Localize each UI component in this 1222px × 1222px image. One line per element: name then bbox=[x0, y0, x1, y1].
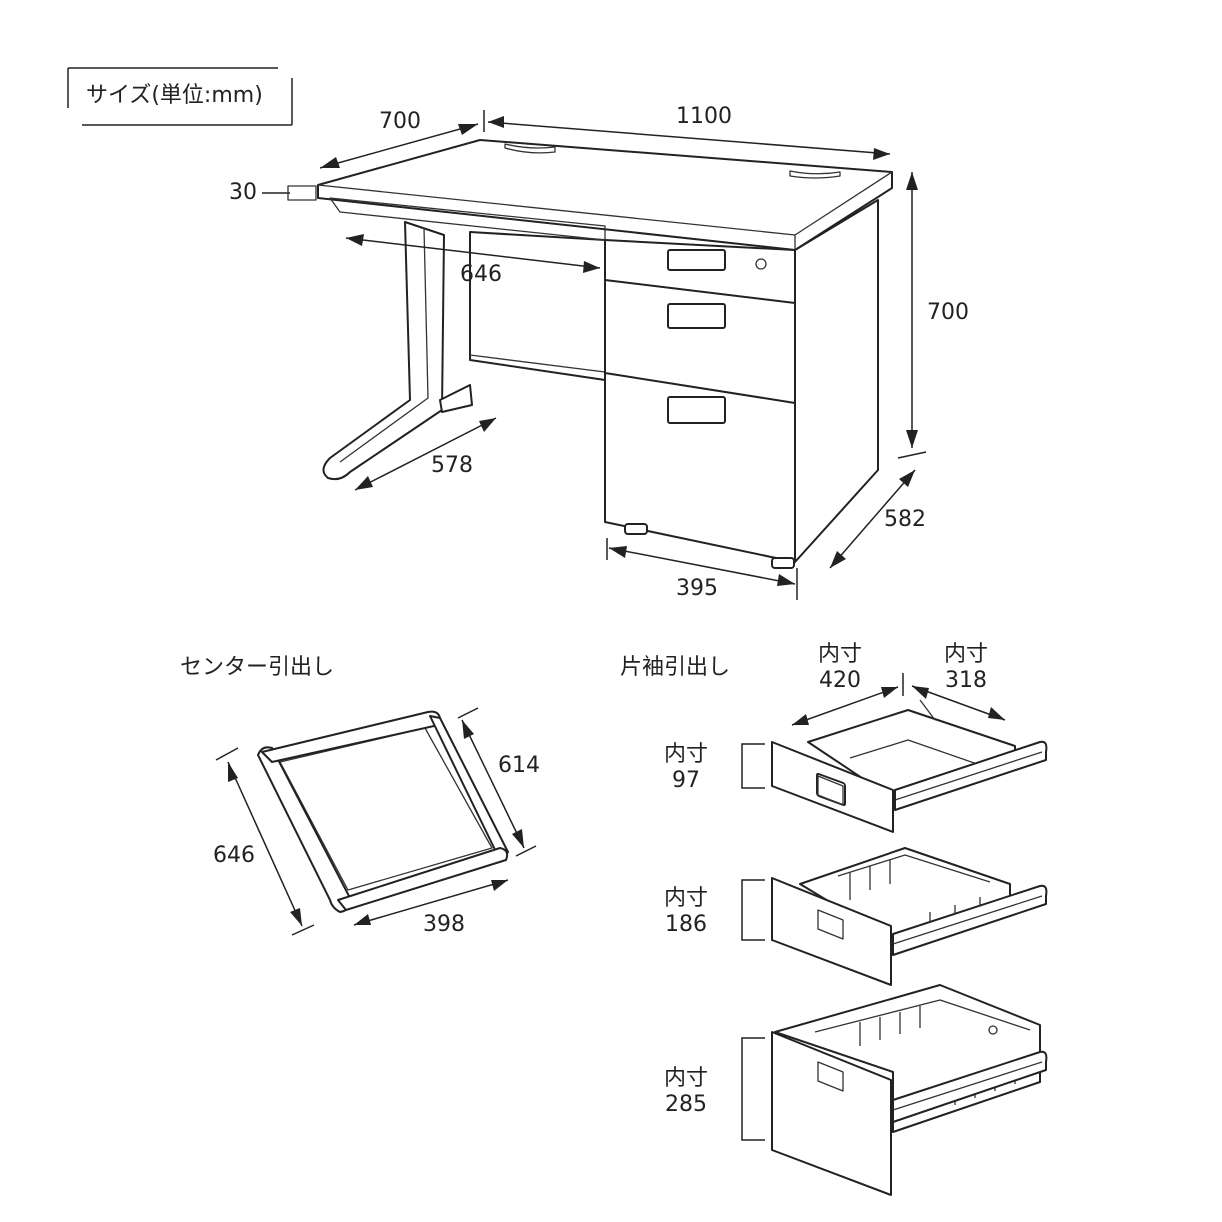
center-drawer-depth-label: 646 bbox=[213, 843, 255, 868]
inner-prefix-text: 内寸 bbox=[663, 742, 709, 767]
desk-center-width-label: 646 bbox=[460, 262, 502, 287]
side-drawer-3-illustration bbox=[771, 984, 1048, 1196]
center-drawer-width-label: 398 bbox=[423, 912, 465, 937]
desk-left-leg bbox=[322, 221, 445, 481]
side-drawer-2-illustration bbox=[771, 847, 1048, 986]
side-drawer-dimension-lines bbox=[741, 673, 1006, 1141]
drawer-1-height-value: 97 bbox=[671, 768, 700, 793]
side-drawers-title: 片袖引出し bbox=[620, 655, 731, 680]
center-drawer-title: センター引出し bbox=[180, 655, 335, 680]
desk-pedestal-side bbox=[794, 199, 879, 563]
desk-pedestal-depth-label: 582 bbox=[884, 507, 926, 532]
drawer-3-height-value: 285 bbox=[664, 1092, 707, 1117]
side-drawer-inner-depth-label: 内寸 318 bbox=[944, 642, 988, 694]
drawer-2-height-value: 186 bbox=[664, 912, 707, 937]
inner-prefix-text: 内寸 bbox=[817, 642, 863, 667]
inner-prefix-text: 内寸 bbox=[663, 1066, 709, 1091]
desk-illustration bbox=[317, 139, 893, 569]
desk-pedestal-width-label: 395 bbox=[676, 576, 718, 601]
center-drawer-illustration bbox=[257, 710, 509, 913]
side-drawer-1-height-label: 内寸 97 bbox=[664, 742, 708, 794]
inner-prefix-text: 内寸 bbox=[663, 886, 709, 911]
inner-depth-value: 318 bbox=[944, 668, 987, 693]
desk-width-label: 1100 bbox=[676, 104, 732, 129]
side-drawer-1-illustration bbox=[771, 699, 1048, 833]
desk-thickness-label: 30 bbox=[229, 180, 257, 205]
desk-top bbox=[317, 139, 893, 251]
inner-prefix-text: 内寸 bbox=[943, 642, 989, 667]
desk-dimension-lines bbox=[262, 110, 927, 600]
size-unit-label: サイズ(単位:mm) bbox=[86, 83, 263, 108]
side-drawer-2-height-label: 内寸 186 bbox=[664, 886, 708, 938]
size-label-frame bbox=[67, 67, 293, 126]
desk-height-label: 700 bbox=[927, 300, 969, 325]
center-drawer-side-label: 614 bbox=[498, 753, 540, 778]
center-drawer-dimension-lines bbox=[215, 707, 537, 936]
side-drawer-3-height-label: 内寸 285 bbox=[664, 1066, 708, 1118]
desk-leg-depth-label: 578 bbox=[431, 453, 473, 478]
side-drawer-inner-width-label: 内寸 420 bbox=[818, 642, 862, 694]
inner-width-value: 420 bbox=[818, 668, 861, 693]
desk-depth-top-label: 700 bbox=[379, 109, 421, 134]
